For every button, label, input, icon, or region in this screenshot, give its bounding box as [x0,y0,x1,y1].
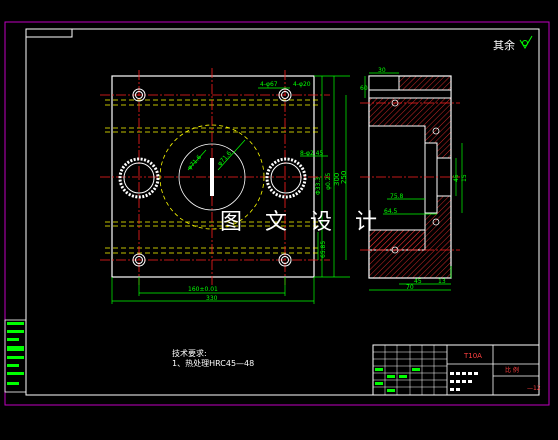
side-dim-mid-2: 64.5 [384,208,398,215]
title-material: T10A [463,352,482,360]
tech-req-title: 技术要求: [172,348,207,358]
watermark: 图 文 设 计 [220,210,385,235]
front-view: φ71.6 φ71.6 4-φ67 4-φ20 8-φ2.45 Φ33.3 φ0… [100,68,350,304]
roughness-symbol-icon [519,35,533,49]
center-slot [210,158,214,196]
drawing-number-box [25,28,73,38]
side-dim-left: 60 [360,85,368,92]
pitch-circle-outer [159,124,265,230]
side-dim-right-a: 45 [453,174,460,182]
dim-top-b: 4-φ20 [293,81,311,88]
dim-bottom-right: 65.85 [320,241,327,258]
side-dim-bottom-total: 70 [406,284,414,291]
dim-right-v2: 300 [333,173,341,186]
title-block: T10A 比 例 —12 [372,344,541,396]
corner-holes [132,88,292,267]
dim-right-b: Φ33.3 [315,177,322,195]
roughness-label: 其余 [493,38,515,52]
side-dim-bottom-a: 45 [414,278,422,285]
dim-inner-1: φ71.6 [186,154,203,172]
title-scale: 比 例 [505,366,519,374]
pitch-circle-inner [178,143,246,211]
guide-bush-right [265,157,307,199]
dim-inner-2: φ71.6 [216,150,233,168]
drawing-border [25,28,540,396]
dim-bottom-outer: 330 [206,295,218,302]
dim-top-a: 4-φ67 [260,81,278,88]
outer-frame [4,21,550,406]
guide-bush-left [118,157,160,199]
dim-right-a: 8-φ2.45 [300,150,323,157]
side-dim-top: 30 [378,67,386,74]
tech-req-line1: 1、热处理HRC45—48 [172,358,254,368]
revision-strip [4,319,27,393]
dim-bottom-inner: 160±0.01 [188,286,218,293]
dim-right-v1: φ0.25 [325,173,332,191]
side-dim-right-b: 15 [461,174,468,182]
title-sheet: —12 [527,385,541,392]
front-plate-outline [111,75,315,278]
side-view: 30 60 75.8 64.5 45 15 45 13 70 [360,67,468,291]
dim-right-v3: 250 [340,171,348,184]
side-dim-bottom-b: 13 [438,278,446,285]
side-dim-mid-1: 75.8 [390,193,404,200]
